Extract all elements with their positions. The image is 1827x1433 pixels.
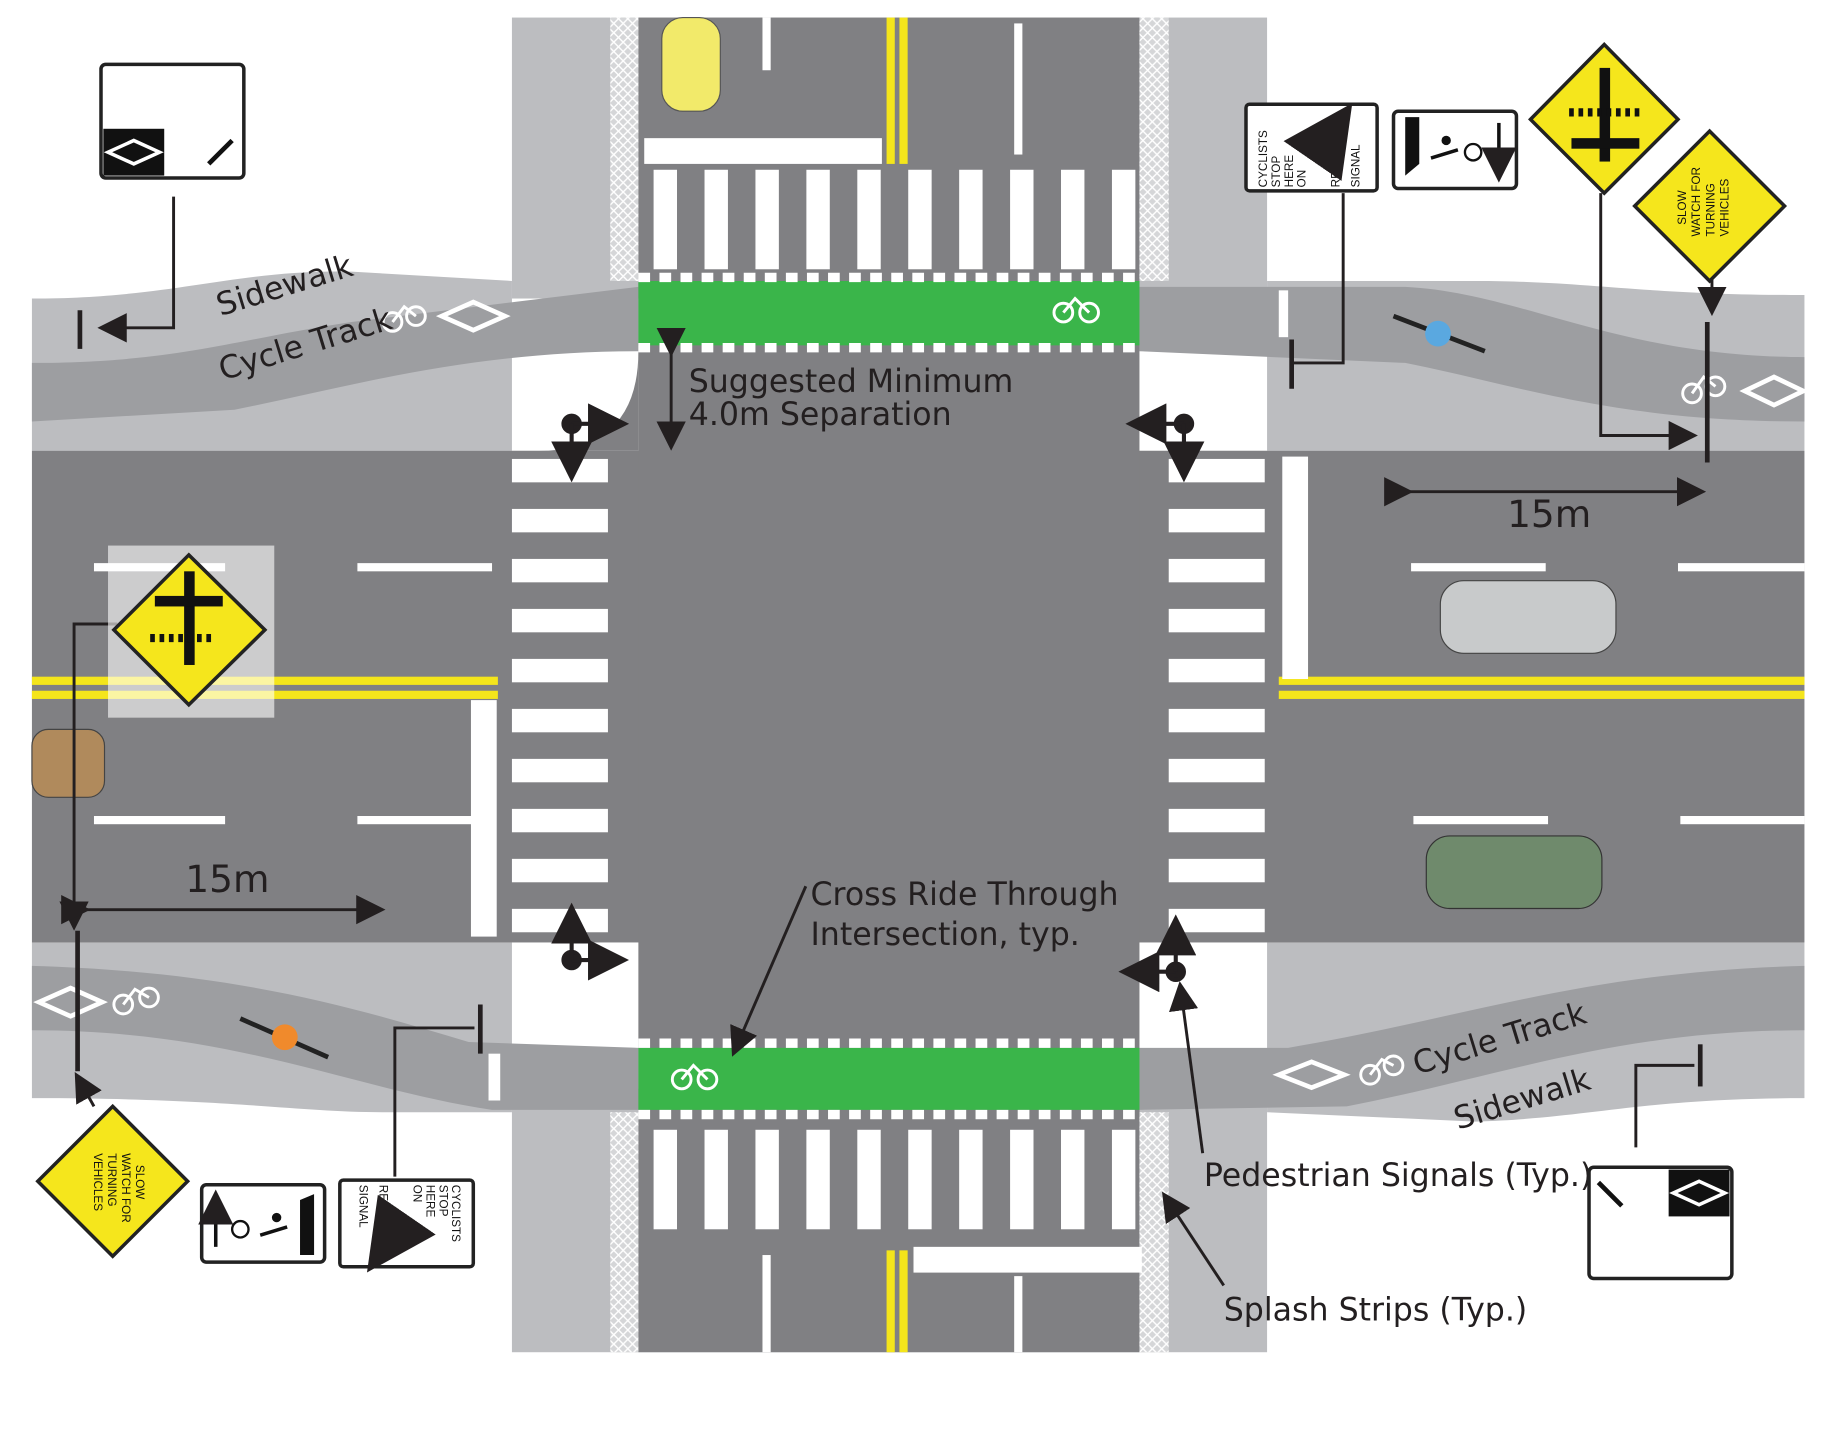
crosswalk-bar xyxy=(1168,808,1265,833)
crosswalk-bar xyxy=(511,608,608,633)
sign-text: HERE xyxy=(423,1185,436,1218)
push-button-sign-bottom xyxy=(198,1183,327,1264)
distance-label: 15m xyxy=(1507,492,1591,536)
crosswalk-bar xyxy=(755,169,779,270)
sign-text: SIGNAL xyxy=(357,1185,370,1228)
crosswalk-bar xyxy=(511,508,608,533)
green-car xyxy=(1425,835,1603,910)
slow-turning-vehicles-sign-bottom: SLOW WATCH FOR TURNING VEHICLES xyxy=(35,1103,191,1259)
sign-text: TURNING xyxy=(105,1153,118,1206)
crosswalk-bar xyxy=(755,1129,779,1230)
crosswalk-bar xyxy=(959,1129,983,1230)
crosswalk-bar xyxy=(1168,608,1265,633)
crosswalk-bar xyxy=(653,1129,678,1230)
pedestrian-signals xyxy=(551,403,1205,993)
leader-lines xyxy=(59,193,1727,1287)
crosswalk-bar xyxy=(1168,658,1265,683)
cyclist-icon xyxy=(1392,313,1486,354)
crosswalk-bar xyxy=(511,658,608,683)
bike-icon xyxy=(1359,1054,1405,1086)
crosswalk-bar xyxy=(806,1129,830,1230)
vehicles xyxy=(31,16,1617,1060)
sign-text: CYCLISTS xyxy=(1257,130,1270,187)
cross-ride-label-2: Intersection, typ. xyxy=(810,917,1079,953)
bike-icon xyxy=(1052,296,1100,324)
crosswalk-bar xyxy=(511,558,608,583)
crosswalk-bar xyxy=(704,169,728,270)
crosswalk-bar xyxy=(511,708,608,733)
crosswalk-bar xyxy=(908,1129,932,1230)
crosswalk-bar xyxy=(1168,858,1265,883)
sign-text: CYCLISTS xyxy=(449,1185,462,1242)
sign-text: ON xyxy=(411,1185,424,1203)
splash-strips-label: Splash Strips (Typ.) xyxy=(1224,1293,1528,1329)
sign-text: WATCH FOR xyxy=(1690,167,1703,236)
diamond-marking xyxy=(1739,374,1809,408)
bike-icon xyxy=(670,1063,719,1091)
cross-ride-green xyxy=(638,272,1140,1120)
crosswalk-bar xyxy=(511,458,608,483)
sign-text: ON xyxy=(1296,170,1309,188)
crosswalk-bar xyxy=(959,169,983,270)
pedestrian-signals-label: Pedestrian Signals (Typ.) xyxy=(1204,1158,1592,1194)
crosswalk-bar xyxy=(1111,169,1136,270)
crosswalk-bar xyxy=(511,858,608,883)
crosswalk-bar xyxy=(1168,708,1265,733)
yellow-car xyxy=(661,16,721,112)
crosswalk-bar xyxy=(1010,169,1034,270)
sign-text: WATCH FOR xyxy=(119,1153,132,1222)
crosswalk-bar xyxy=(1061,1129,1085,1230)
crosswalk-bar xyxy=(1168,758,1265,783)
cycle-tracks xyxy=(31,286,1805,1110)
crosswalk-bar xyxy=(653,169,678,270)
sign-text: RED xyxy=(377,1185,390,1210)
sign-text: RED xyxy=(1330,163,1343,188)
separation-label: Suggested Minimum xyxy=(689,364,1014,400)
crosswalk-bar xyxy=(806,169,830,270)
crosswalk-bar xyxy=(1111,1129,1136,1230)
sign-text: SLOW xyxy=(1676,190,1689,224)
push-button-sign-top xyxy=(1391,109,1519,191)
slow-turning-vehicles-sign-top: SLOW WATCH FOR TURNING VEHICLES xyxy=(1632,128,1788,284)
silver-car xyxy=(1439,580,1617,654)
crosswalk-bar xyxy=(908,169,932,270)
crosswalk-bar xyxy=(511,758,608,783)
sign-text: STOP xyxy=(1270,156,1283,188)
crosswalk-bar xyxy=(1010,1129,1034,1230)
cyclists-stop-sign-top: CYCLISTS STOP HERE ON RED SIGNAL xyxy=(1244,102,1379,193)
bike-lane-sign-bottom-right xyxy=(1587,1165,1734,1281)
crossing-warning-sign-right xyxy=(1528,41,1681,196)
bike-lane-sign-top-left xyxy=(99,62,246,180)
crosswalk-bar xyxy=(704,1129,728,1230)
diamond-marking xyxy=(435,299,511,333)
crosswalk-bar xyxy=(1061,169,1085,270)
sign-text: STOP xyxy=(436,1185,449,1217)
splash-strips xyxy=(610,17,1169,1353)
crosswalk-bar xyxy=(511,808,608,833)
sign-text: VEHICLES xyxy=(1718,178,1731,236)
cyclists-stop-sign-bottom: CYCLISTS STOP HERE ON RED SIGNAL xyxy=(338,1178,476,1273)
sign-text: SLOW xyxy=(133,1165,146,1199)
signs: CYCLISTS STOP HERE ON RED SIGNAL CYCLIST… xyxy=(35,41,1788,1281)
bike-icon xyxy=(381,304,427,333)
distance-label: 15m xyxy=(185,857,269,901)
sign-text: VEHICLES xyxy=(91,1153,104,1211)
sign-text: SIGNAL xyxy=(1350,144,1363,187)
separation-label-2: 4.0m Separation xyxy=(689,397,952,433)
cyclist-icon xyxy=(239,1016,330,1060)
crosswalk-bar xyxy=(511,908,608,933)
cross-ride-label: Cross Ride Through xyxy=(810,877,1118,913)
bike-icon xyxy=(112,986,160,1016)
diamond-marking xyxy=(1272,1059,1351,1091)
crosswalk-bar xyxy=(857,169,881,270)
crosswalk-bar xyxy=(857,1129,881,1230)
sign-text: HERE xyxy=(1283,155,1296,188)
sign-text: TURNING xyxy=(1704,183,1717,236)
diamond-marking xyxy=(33,985,108,1019)
crosswalk-bar xyxy=(1168,558,1265,583)
crossing-warning-sign-left xyxy=(108,545,275,718)
crosswalk-bar xyxy=(1168,908,1265,933)
tan-car xyxy=(31,728,106,798)
crosswalk-bar xyxy=(1168,508,1265,533)
